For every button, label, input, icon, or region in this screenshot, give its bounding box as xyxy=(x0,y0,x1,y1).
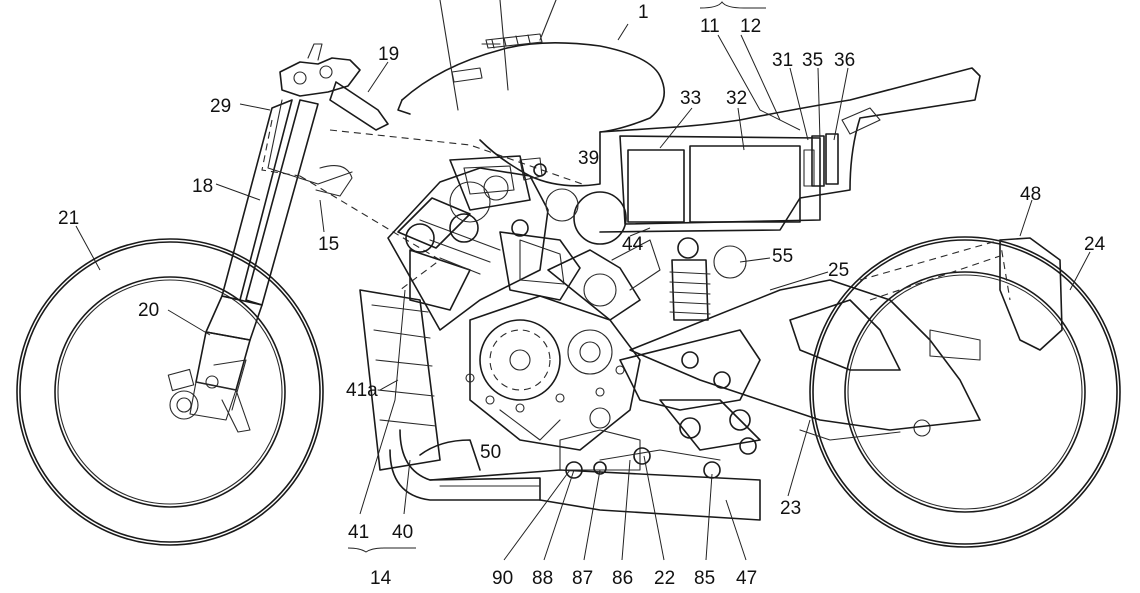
label-24: 24 xyxy=(1084,234,1106,255)
label-33: 33 xyxy=(680,88,701,109)
label-12: 12 xyxy=(740,16,761,37)
label-90: 90 xyxy=(492,568,513,589)
label-39: 39 xyxy=(578,148,599,169)
label-11: 11 xyxy=(700,16,720,37)
label-32: 32 xyxy=(726,88,747,109)
label-87: 87 xyxy=(572,568,593,589)
label-21: 21 xyxy=(58,208,79,229)
crankcase xyxy=(466,296,640,450)
reference-labels: 1 11 12 19 29 31 35 36 33 32 39 18 21 15… xyxy=(58,2,1106,589)
label-85: 85 xyxy=(694,568,715,589)
label-47: 47 xyxy=(736,568,757,589)
label-86: 86 xyxy=(612,568,633,589)
fuel-tank xyxy=(398,0,664,186)
dashed-front-outline xyxy=(262,120,585,290)
label-36: 36 xyxy=(834,50,855,71)
front-fork xyxy=(168,100,318,432)
label-55: 55 xyxy=(772,246,793,267)
exhaust xyxy=(390,430,760,520)
label-40: 40 xyxy=(392,522,413,543)
seat-subframe xyxy=(600,68,980,232)
label-15: 15 xyxy=(318,234,339,255)
label-1: 1 xyxy=(638,2,649,23)
label-18: 18 xyxy=(192,176,213,197)
label-14: 14 xyxy=(370,568,392,589)
label-31: 31 xyxy=(772,50,793,71)
label-35: 35 xyxy=(802,50,823,71)
label-25: 25 xyxy=(828,260,849,281)
frame-linkage xyxy=(560,330,760,478)
label-23: 23 xyxy=(780,498,801,519)
label-29: 29 xyxy=(210,96,231,117)
leader-lines xyxy=(76,2,1090,560)
label-88: 88 xyxy=(532,568,553,589)
label-41a: 41a xyxy=(346,380,378,401)
label-22: 22 xyxy=(654,568,675,589)
label-48: 48 xyxy=(1020,184,1041,205)
label-50: 50 xyxy=(480,442,501,463)
label-19: 19 xyxy=(378,44,399,65)
engine xyxy=(388,156,548,330)
label-20: 20 xyxy=(138,300,159,321)
label-41: 41 xyxy=(348,522,369,543)
label-44: 44 xyxy=(622,234,644,255)
front-wheel xyxy=(17,239,323,545)
